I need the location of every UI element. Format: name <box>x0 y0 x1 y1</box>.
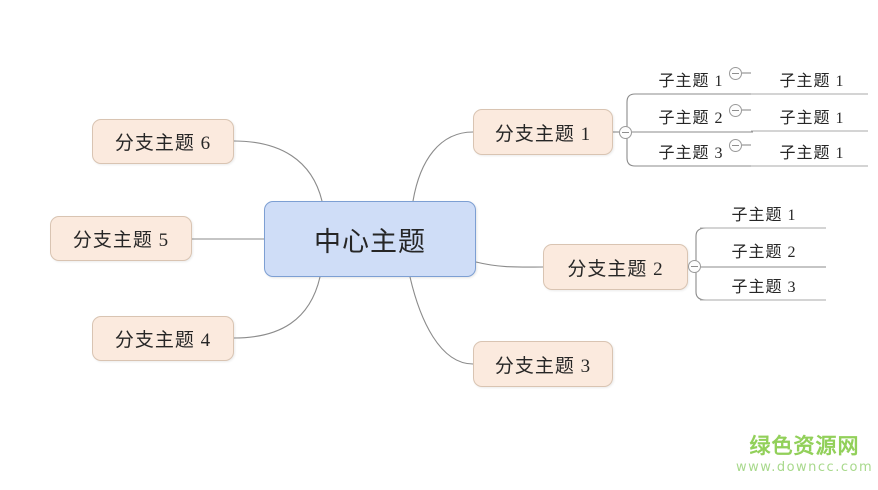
collapse-toggle-subtopic-3[interactable] <box>729 139 742 152</box>
leaf-topic-2[interactable]: 子主题 1 <box>779 110 845 127</box>
leaf-topic-1[interactable]: 子主题 1 <box>779 73 845 90</box>
branch-topic-2[interactable]: 分支主题 2 <box>543 244 688 290</box>
subtopic-g2-item-1[interactable]: 子主题 1 <box>731 207 797 224</box>
branch-topic-4[interactable]: 分支主题 4 <box>92 316 234 361</box>
branch-topic-6[interactable]: 分支主题 6 <box>92 119 234 164</box>
collapse-toggle-subtopic-1[interactable] <box>729 67 742 80</box>
edge-central-branch2 <box>475 261 544 268</box>
leaf-topic-3[interactable]: 子主题 1 <box>779 145 845 162</box>
edge-central-branch4 <box>233 276 321 339</box>
edge-central-branch3 <box>409 276 474 365</box>
subtopic-g2-item-3[interactable]: 子主题 3 <box>731 279 797 296</box>
watermark-url: www.downcc.com <box>736 460 874 475</box>
watermark: 绿色资源网 www.downcc.com <box>736 434 874 475</box>
collapse-toggle-branch-2[interactable] <box>688 260 701 273</box>
edge-central-branch6 <box>233 140 323 202</box>
branch-topic-5[interactable]: 分支主题 5 <box>50 216 192 261</box>
central-topic[interactable]: 中心主题 <box>264 201 476 277</box>
watermark-title: 绿色资源网 <box>749 434 860 458</box>
branch-topic-3[interactable]: 分支主题 3 <box>473 341 613 387</box>
subtopic-g2-item-2[interactable]: 子主题 2 <box>731 244 797 261</box>
edge-central-branch1 <box>412 131 474 202</box>
subtopic-g1-item-2[interactable]: 子主题 2 <box>658 110 724 127</box>
collapse-toggle-subtopic-2[interactable] <box>729 104 742 117</box>
branch-topic-1[interactable]: 分支主题 1 <box>473 109 613 155</box>
subtopic-g1-item-3[interactable]: 子主题 3 <box>658 145 724 162</box>
subtopic-g1-item-1[interactable]: 子主题 1 <box>658 73 724 90</box>
collapse-toggle-branch-1[interactable] <box>619 126 632 139</box>
